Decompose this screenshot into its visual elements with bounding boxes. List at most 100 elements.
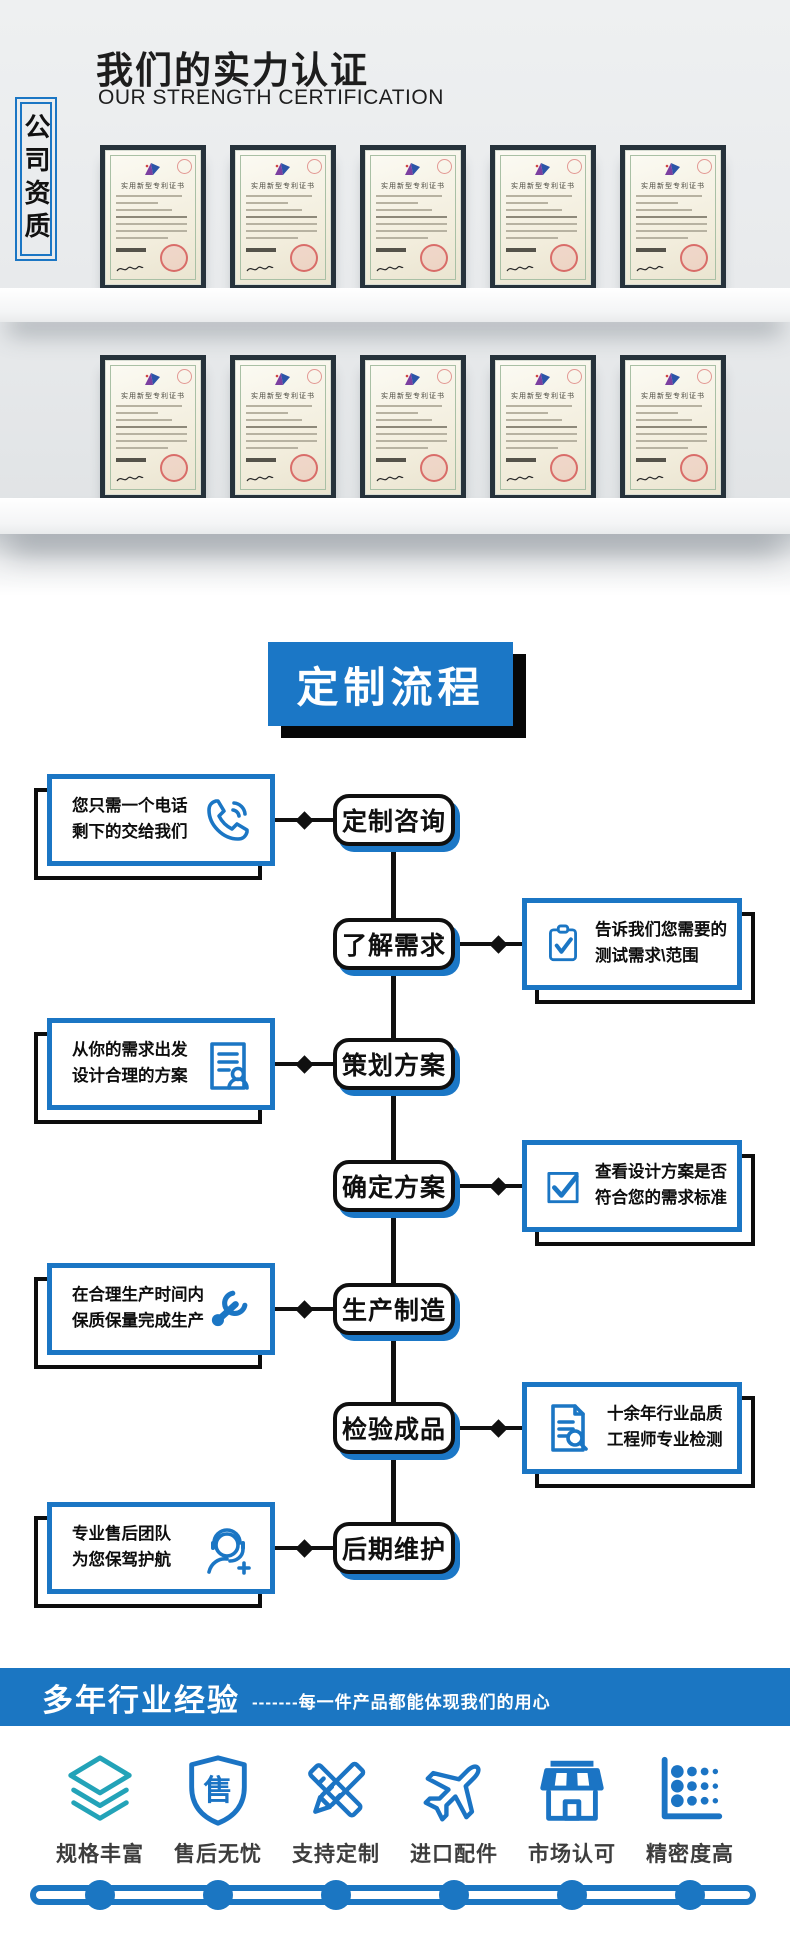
certificate-text-lines bbox=[496, 405, 590, 449]
cert-text-line bbox=[506, 202, 549, 204]
storefront-icon bbox=[533, 1750, 611, 1832]
timeline-line bbox=[30, 1885, 756, 1905]
side-label-company-qualification: 公司资质 bbox=[15, 97, 57, 261]
feature-precision: 精密度高 bbox=[631, 1750, 749, 1868]
certificate-text-lines bbox=[366, 405, 460, 449]
cert-text-line bbox=[506, 426, 578, 428]
certificate: 实用新型专利证书 bbox=[620, 355, 726, 500]
note-line: 保质保量完成生产 bbox=[72, 1312, 204, 1330]
certificate-title: 实用新型专利证书 bbox=[381, 183, 445, 190]
patent-logo-icon bbox=[275, 373, 290, 385]
note-text: 在合理生产时间内 保质保量完成生产 bbox=[72, 1283, 204, 1334]
cert-text-line bbox=[376, 237, 428, 239]
certificate-text-lines bbox=[626, 195, 720, 239]
feature-label: 支持定制 bbox=[292, 1843, 380, 1866]
side-label-text: 公司资质 bbox=[21, 113, 51, 245]
red-seal-small bbox=[437, 159, 452, 174]
cert-text-line bbox=[116, 202, 159, 204]
cert-text-line bbox=[376, 433, 448, 435]
dot-chart-icon bbox=[651, 1750, 729, 1832]
headset-icon bbox=[207, 1528, 251, 1575]
timeline-dot bbox=[203, 1880, 233, 1910]
certificate-title: 实用新型专利证书 bbox=[121, 393, 185, 400]
cert-text-line bbox=[246, 405, 312, 407]
experience-title: 多年行业经验 bbox=[42, 1682, 240, 1718]
cert-text-line bbox=[506, 223, 578, 225]
connector-diamond bbox=[489, 1419, 508, 1438]
certificate: 实用新型专利证书 bbox=[360, 355, 466, 500]
feature-imported-parts: 进口配件 bbox=[395, 1750, 513, 1868]
note-text: 查看设计方案是否 符合您的需求标准 bbox=[595, 1160, 727, 1211]
certificate-paper: 实用新型专利证书 bbox=[625, 360, 721, 495]
red-seal bbox=[550, 454, 578, 482]
cert-text-line bbox=[506, 230, 578, 232]
certificate-text-lines bbox=[496, 195, 590, 239]
flow-step-label: 后期维护 bbox=[341, 1536, 446, 1564]
note-card: 查看设计方案是否 符合您的需求标准 bbox=[522, 1140, 742, 1232]
red-seal-small bbox=[177, 369, 192, 384]
certificate: 实用新型专利证书 bbox=[620, 145, 726, 290]
cert-text-line bbox=[246, 209, 303, 211]
cert-text-line bbox=[376, 216, 448, 218]
cert-text-line bbox=[376, 419, 433, 421]
note-line: 从你的需求出发 bbox=[72, 1041, 188, 1060]
note-line: 为您保驾护航 bbox=[72, 1551, 171, 1569]
cert-barcode bbox=[636, 248, 666, 252]
note-line: 您只需一个电话 bbox=[72, 797, 188, 816]
cert-text-line bbox=[376, 202, 419, 204]
flow-step-label: 定制咨询 bbox=[341, 808, 446, 836]
flow-step-label: 生产制造 bbox=[341, 1297, 446, 1325]
timeline-dot bbox=[439, 1880, 469, 1910]
note-line: 专业售后团队 bbox=[72, 1525, 171, 1544]
patent-logo-icon bbox=[405, 163, 420, 175]
connector-diamond bbox=[489, 935, 508, 954]
cert-barcode bbox=[116, 248, 146, 252]
cert-text-line bbox=[246, 237, 298, 239]
red-seal-small bbox=[307, 159, 322, 174]
signature bbox=[246, 265, 274, 272]
cert-text-line bbox=[506, 216, 578, 218]
certificate-title: 实用新型专利证书 bbox=[251, 393, 315, 400]
cert-text-line bbox=[116, 412, 159, 414]
section-title: 我们的实力认证 bbox=[96, 50, 369, 91]
feature-market: 市场认可 bbox=[513, 1750, 631, 1868]
cert-text-line bbox=[636, 426, 708, 428]
flow-step-planning: 策划方案 bbox=[333, 1038, 455, 1090]
red-seal-small bbox=[697, 369, 712, 384]
cert-barcode bbox=[246, 458, 276, 462]
layers-icon bbox=[61, 1750, 139, 1832]
note-line: 工程师专业检测 bbox=[607, 1431, 723, 1449]
signature bbox=[116, 475, 144, 482]
cert-text-line bbox=[246, 447, 298, 449]
cert-barcode bbox=[506, 248, 536, 252]
note-card: 您只需一个电话 剩下的交给我们 bbox=[47, 774, 275, 866]
signature bbox=[376, 475, 404, 482]
note-text: 您只需一个电话 剩下的交给我们 bbox=[72, 794, 188, 845]
cert-barcode bbox=[116, 458, 146, 462]
cert-text-line bbox=[376, 412, 419, 414]
connector-line bbox=[455, 1426, 522, 1430]
cert-text-line bbox=[246, 419, 303, 421]
cert-text-line bbox=[376, 426, 448, 428]
note-text: 专业售后团队 为您保驾护航 bbox=[72, 1522, 171, 1573]
feature-aftersales: 售 售后无忧 bbox=[159, 1750, 277, 1868]
certificate-paper: 实用新型专利证书 bbox=[235, 150, 331, 285]
flow-step-production: 生产制造 bbox=[333, 1283, 455, 1335]
cert-text-line bbox=[376, 230, 448, 232]
note-text: 从你的需求出发 设计合理的方案 bbox=[72, 1038, 188, 1089]
timeline-dot bbox=[675, 1880, 705, 1910]
signature bbox=[636, 265, 664, 272]
certificate-title: 实用新型专利证书 bbox=[121, 183, 185, 190]
cert-text-line bbox=[636, 412, 679, 414]
cert-text-line bbox=[636, 216, 708, 218]
cert-text-line bbox=[116, 209, 173, 211]
flow-step-confirm: 确定方案 bbox=[333, 1160, 455, 1212]
signature bbox=[506, 265, 534, 272]
patent-logo-icon bbox=[275, 163, 290, 175]
cert-text-line bbox=[116, 433, 188, 435]
cert-text-line bbox=[636, 209, 693, 211]
note-line: 在合理生产时间内 bbox=[72, 1286, 204, 1305]
signature bbox=[246, 475, 274, 482]
red-seal-small bbox=[567, 369, 582, 384]
